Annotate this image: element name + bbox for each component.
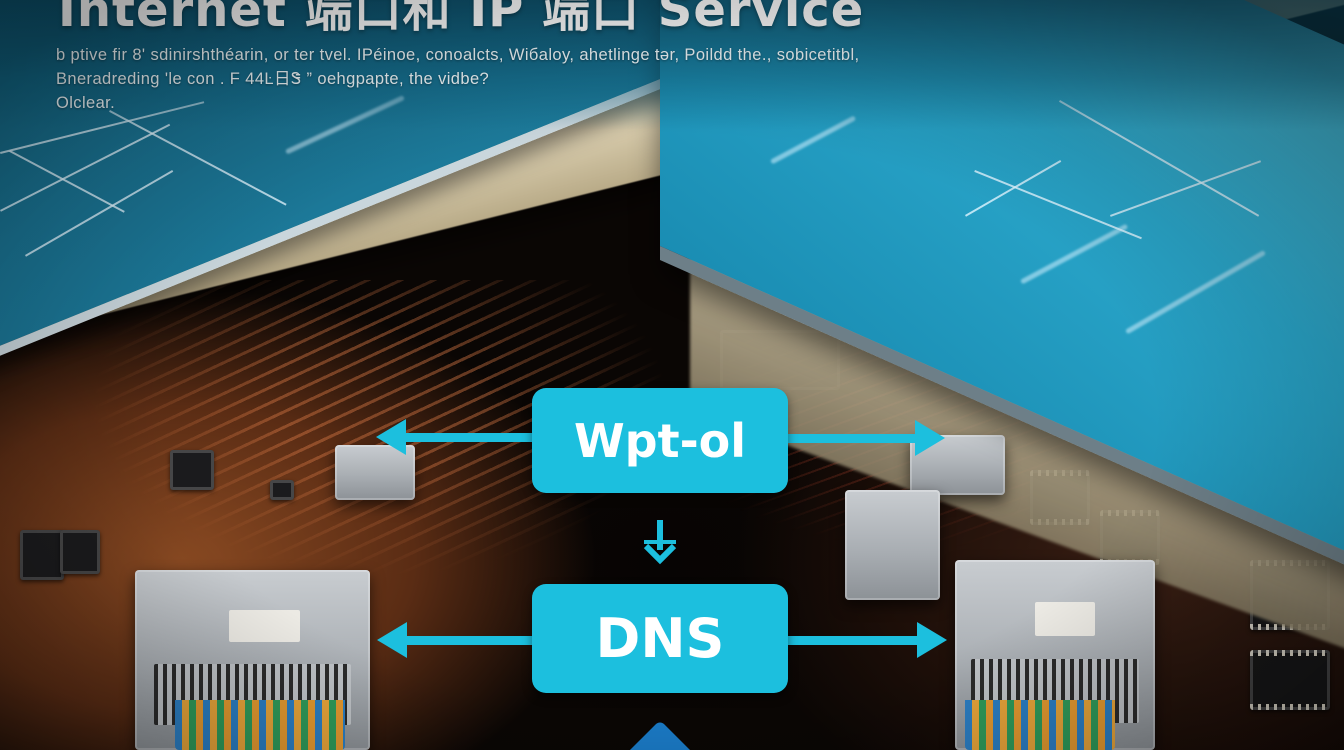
connector-label: [1035, 601, 1095, 636]
node-dns: DNS: [532, 584, 788, 693]
arrowhead-left-icon: [377, 622, 407, 658]
header-overlay: [0, 0, 1344, 130]
arrow-left-dns: [400, 636, 532, 645]
chip: [170, 450, 214, 490]
subtitle-line: Olclear.: [56, 94, 116, 112]
chip: [20, 530, 64, 580]
arrow-left-top: [400, 433, 532, 442]
arrowhead-left-icon: [376, 419, 406, 455]
node-dns-label: DNS: [595, 607, 725, 670]
subtitle-line: Bneradreding 'le con . F 44Ŀ日Ꮥ ” oehgpap…: [56, 70, 490, 88]
cable-wires-right: [965, 700, 1115, 750]
connector-label: [229, 609, 300, 642]
chip: [60, 530, 100, 574]
small-connector: [845, 490, 940, 600]
arrowhead-right-icon: [917, 622, 947, 658]
arrowhead-right-icon: [915, 420, 945, 456]
arrow-right-top: [788, 434, 918, 443]
subtitle-line: b ptive fir 8' sdinirshthéarin, or ter t…: [56, 46, 860, 64]
subtitle: b ptive fir 8' sdinirshthéarin, or ter t…: [56, 43, 1256, 115]
node-top: Wpt-ol: [532, 388, 788, 493]
arrow-right-dns: [788, 636, 920, 645]
chip: [1250, 650, 1330, 710]
cable-wires-left: [175, 700, 345, 750]
arrow-down-icon: [643, 520, 677, 565]
node-top-label: Wpt-ol: [573, 413, 747, 468]
chip: [270, 480, 294, 500]
page-title: Internet 端口和 IP 端口 Service: [58, 0, 865, 38]
